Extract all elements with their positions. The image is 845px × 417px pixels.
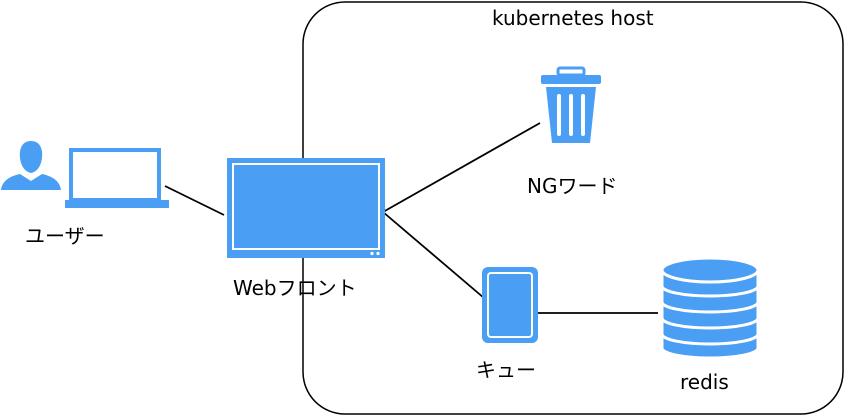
monitor-icon <box>227 158 385 258</box>
kubernetes-host-label: kubernetes host <box>492 6 654 30</box>
trash-icon <box>541 66 601 143</box>
laptop-icon <box>65 148 169 208</box>
tablet-icon <box>482 267 538 343</box>
edge-user-web <box>164 185 225 216</box>
queue-label: キュー <box>476 358 536 382</box>
database-icon <box>660 256 760 360</box>
web-front-label: Webフロント <box>233 276 357 300</box>
redis-label: redis <box>680 370 729 394</box>
ng-word-label: NGワード <box>527 174 618 198</box>
user-icon <box>1 141 61 190</box>
edge-web-queue <box>382 211 485 299</box>
user-label: ユーザー <box>25 224 105 248</box>
edge-web-ng <box>382 122 541 213</box>
